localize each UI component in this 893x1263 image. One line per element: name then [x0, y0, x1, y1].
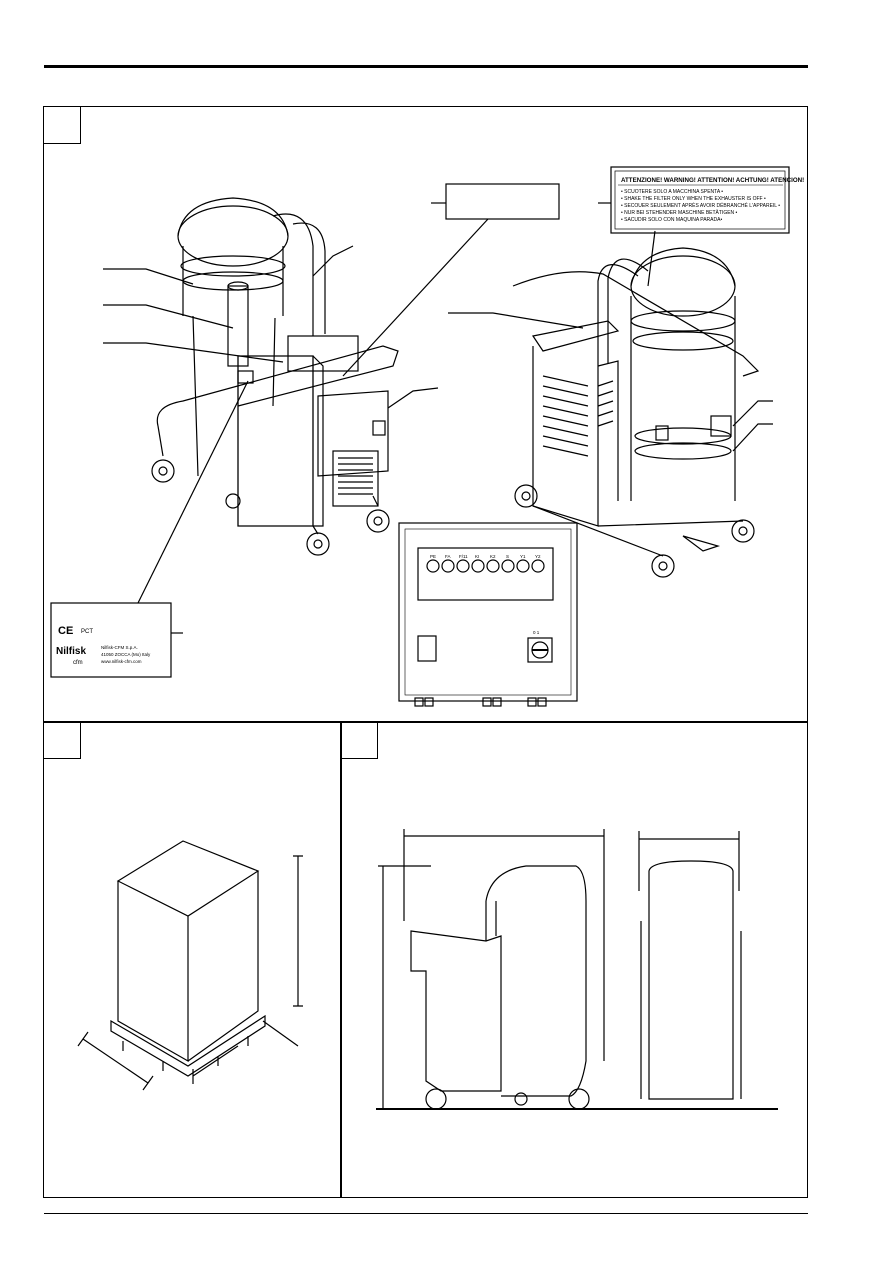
knob-label-1: PE — [430, 554, 436, 559]
left-wheel-1 — [151, 459, 175, 483]
warning-label-line-4: • NUR BEI STEHENDER MASCHINE BETÄTIGEN • — [621, 209, 738, 216]
company-address: 41050 ZOCCA (Mo) Italy — [101, 652, 151, 657]
sub-brand-logo: cfm — [73, 660, 83, 666]
control-panel-knob-bank — [417, 547, 554, 601]
left-machine-tray — [287, 335, 359, 372]
warning-label-line-2: • SHAKE THE FILTER ONLY WHEN THE EXHAUST… — [621, 196, 766, 202]
switch-label: 0 1 — [533, 630, 540, 635]
right-wheel-2 — [651, 554, 675, 578]
warning-label-box — [610, 166, 790, 234]
main-switch — [527, 637, 553, 663]
knob-label-2: FA — [445, 554, 451, 559]
knob-label-8: Y2 — [535, 554, 541, 559]
warning-label-line-1: • SCUOTERE SOLO A MACCHINA SPENTA • — [621, 189, 723, 195]
frame-divider-horizontal — [43, 721, 808, 723]
control-panel-box — [398, 522, 578, 702]
footer-rule — [44, 1213, 808, 1214]
right-machine-head — [630, 255, 736, 317]
knob-label-5: K2 — [490, 554, 496, 559]
crate-illustration — [77, 840, 303, 1091]
right-wheel-1 — [514, 484, 538, 508]
right-wheel-3 — [731, 519, 755, 543]
frame-divider-vertical — [340, 721, 342, 1198]
left-wheel-3 — [366, 509, 390, 533]
machine-illustration: ATTENZIONE! WARNING! ATTENTION! ACHTUNG!… — [50, 166, 804, 707]
warning-label-line-3: • SECOUER SEULEMENT APRÈS AVOIR DÉBRANCH… — [621, 202, 780, 209]
dimension-illustration — [376, 829, 778, 1110]
knob-label-7: Y1 — [520, 554, 526, 559]
warning-label-title: ATTENZIONE! WARNING! ATTENTION! ACHTUNG!… — [621, 177, 804, 184]
figure-number-box-1 — [43, 106, 81, 144]
ce-mark: CE — [58, 625, 73, 637]
knob-label-4: KI — [475, 554, 479, 559]
knob-label-3: F/11 — [459, 554, 468, 559]
small-plate — [445, 183, 560, 220]
left-wheel-2 — [306, 532, 330, 556]
company-name: Nilfisk-CFM S.p.A. — [101, 645, 138, 650]
right-machine-tray — [532, 320, 620, 352]
pct-mark: PCT — [81, 629, 93, 635]
knob-label-6: S — [506, 554, 509, 559]
company-website: www.nilfisk-cfm.com — [101, 659, 142, 664]
figure-number-box-2 — [43, 721, 81, 759]
left-machine-head — [177, 205, 289, 267]
figure-number-box-3 — [340, 721, 378, 759]
rating-plate-box — [50, 602, 172, 678]
figure-frame — [43, 106, 808, 1198]
warning-label-line-5: • SACUDIR SOLO CON MAQUINA PARADA• — [621, 217, 722, 223]
header-rule — [44, 65, 808, 68]
brand-logo: Nilfisk — [56, 646, 86, 657]
